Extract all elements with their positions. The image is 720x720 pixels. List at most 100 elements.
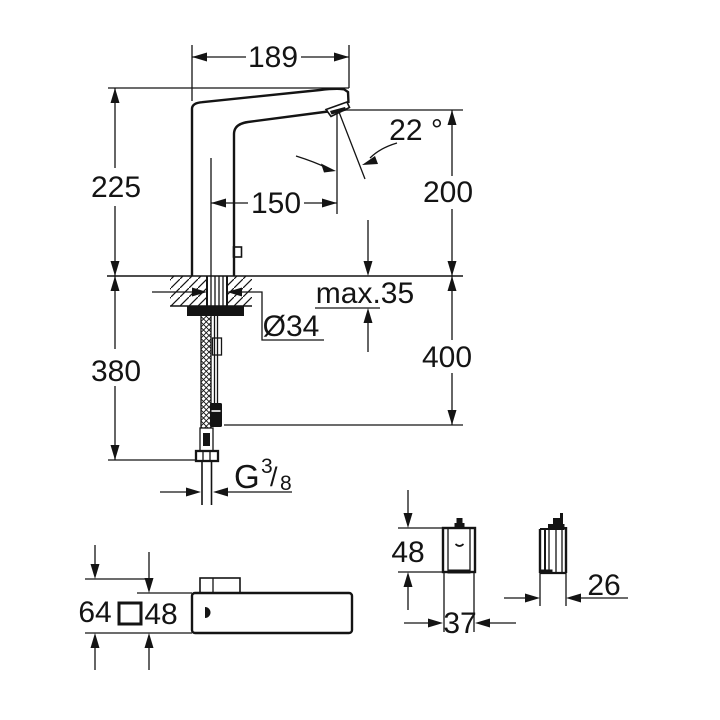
dim-400-label: 400 [422,341,472,374]
plan-dim48-arrow-down [144,578,154,593]
box-front-bottom-bar [447,569,471,574]
faucet-outline [190,87,351,276]
dim-225: 225 [91,87,349,276]
side-elevation-view: 22 ° 189 225 150 [91,41,473,505]
hex-union-nut [194,449,220,463]
dim-dia34-arrow-left [227,287,242,297]
thread-slash: / [270,462,278,492]
supply-hose-assembly [194,316,223,505]
dim-400: 400 [224,276,472,426]
hose-end-fitting-core [203,433,210,446]
dim-150-arrow-left [211,198,226,208]
plan-view: 64 48 [78,545,354,670]
dim-dia34-label: Ø34 [263,310,320,343]
dim-380-label: 380 [91,355,141,388]
plan-dim64-arrow-down [90,564,100,579]
box-front-37-arrow-right [428,618,443,628]
cable-clip [211,337,223,356]
dim-200-arrow-top [447,110,457,125]
box-side-outer-edges [538,527,568,573]
thread-denominator: 8 [280,472,292,495]
dim-200-arrow-bottom [447,261,457,276]
dim-max35: max.35 [315,220,414,352]
dim-380-arrow-top [110,276,120,291]
angle-leader-line [369,142,398,159]
dim-225-arrow-bottom [110,261,120,276]
dim-max35-label: max.35 [316,277,414,310]
plan-body-outline [190,591,354,635]
stream-annotation: 22 ° [295,111,443,214]
box-side-panel-lines [548,529,563,572]
dim-150-arrow-right [322,198,337,208]
box-side-26-arrow-right [525,593,540,603]
dim-max35-arrow-up [363,308,373,323]
plan-sensor-window [205,607,211,618]
box-side-bottom-bar [539,569,553,574]
hex-nut-facets [202,451,211,461]
dim-150: 150 [210,158,337,276]
aerator-key-tab [232,246,243,258]
dim-150-label: 150 [251,187,301,220]
box-side-lower-extensions [539,573,567,606]
dim-189-arrow-right [334,52,349,62]
dim-200-label: 200 [423,176,473,209]
dim-g38-arrow-right [186,487,201,497]
dim-380-arrow-bottom [110,445,120,460]
faucet-front-face [232,110,329,276]
dim-380: 380 [91,276,196,461]
dim-400-arrow-bottom [447,410,457,425]
box-front-48-arrow-down [403,513,413,528]
dim-dia34: Ø34 [152,287,324,343]
dim-thread-g38: G 3 / 8 [160,455,292,497]
box-front-indicator-mark [454,543,465,547]
flow-arrow-head [321,163,336,173]
dim-189-label: 189 [248,41,298,74]
box-side-top-nub [548,513,565,530]
dim-189: 189 [191,41,350,101]
dim-200: 200 [342,109,473,276]
connection-tube [201,461,213,505]
plan-dim64-label: 64 [78,596,111,629]
braided-hose [201,316,211,428]
plan-spout-tab [199,577,241,594]
plan-dim64-arrow-up [90,633,100,648]
control-box-side-view: 26 [504,513,628,606]
thread-letter: G [234,458,260,495]
box-front-width-label: 37 [443,607,476,640]
dim-225-label: 225 [91,171,141,204]
control-box-front-view: 48 37 [391,490,516,640]
box-front-inner-walls [447,528,471,572]
sensor-cable-lines [213,316,219,403]
dim-400-arrow-top [447,276,457,291]
box-front-height-label: 48 [391,536,424,569]
shank-thread-lines [210,276,224,306]
shank-outer-lines [206,276,228,306]
plan-extension-lines [85,578,192,634]
dim-225-arrow-top [110,88,120,103]
box-front-48-extensions [398,527,443,573]
thread-numerator: 3 [261,455,273,478]
faucet-body-profile [190,87,350,276]
dim-angle-label: 22 ° [389,114,443,147]
dim-dia34-arrow-right [192,287,207,297]
box-side-depth-label: 26 [587,569,620,602]
box-front-37-arrow-left [475,618,490,628]
box-side-26-arrow-left [566,593,581,603]
spout-outlet [324,100,351,118]
box-front-top-nub [454,518,465,529]
mounting-flange [187,306,244,316]
plan-dim48-arrow-up [144,633,154,648]
dim-189-arrow-left [192,52,207,62]
spout-outlet-slot [330,107,347,115]
dim-g38-arrow-left [213,487,228,497]
plan-dim48-label: 48 [144,598,177,631]
dim-189-extensions [191,45,350,101]
cable-plug [210,403,222,427]
angle-leader-arrowhead [362,156,378,165]
box-front-48-arrow-up [403,572,413,587]
dim-dia34-leader [242,291,324,341]
box-front-lower-extensions [443,573,475,632]
stream-line [338,111,366,180]
